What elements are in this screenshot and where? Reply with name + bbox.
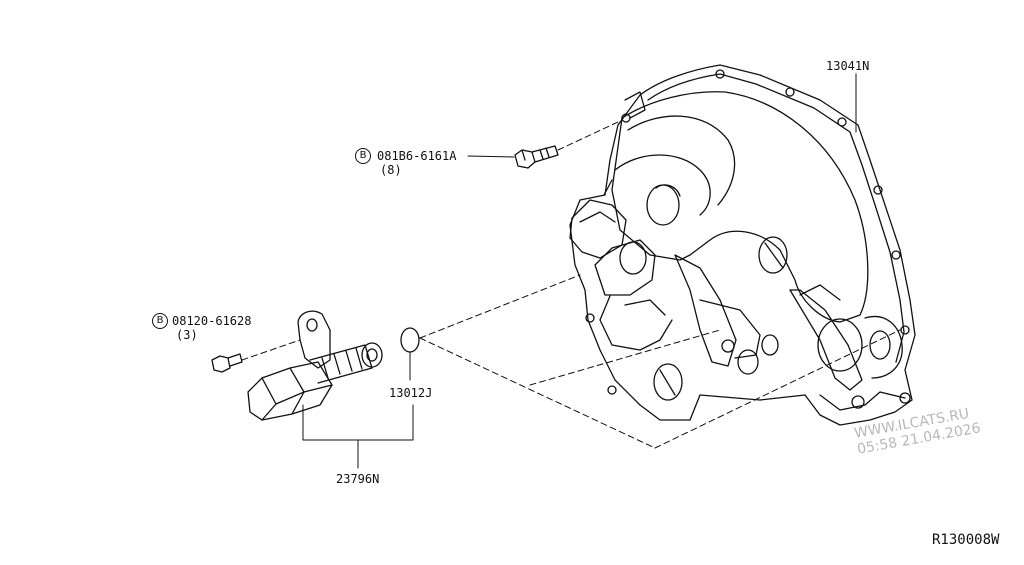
part-number-cover[interactable]: 13041N [826,59,870,73]
upper-bolt-drawing [514,145,559,169]
assembly-lines [241,121,901,449]
solenoid-valve-drawing [247,310,383,421]
bolt-type-b-icon: B [355,148,371,164]
part-number-o-ring[interactable]: 13012J [389,386,433,400]
qty-bolt-upper: (8) [380,163,402,177]
timing-cover-drawing [569,64,916,426]
leader-lines [302,73,857,469]
part-number-valve[interactable]: 23796N [336,472,380,486]
lower-bolt-drawing [211,353,243,373]
part-number-bolt-lower[interactable]: 08120-61628 [172,314,252,328]
bolt-type-b-icon: B [152,313,168,329]
part-number-bolt-upper[interactable]: 081B6-6161A [377,149,457,163]
diagram-code: R130008W [932,532,1000,548]
qty-bolt-lower: (3) [176,328,198,342]
o-ring-drawing [400,327,420,353]
